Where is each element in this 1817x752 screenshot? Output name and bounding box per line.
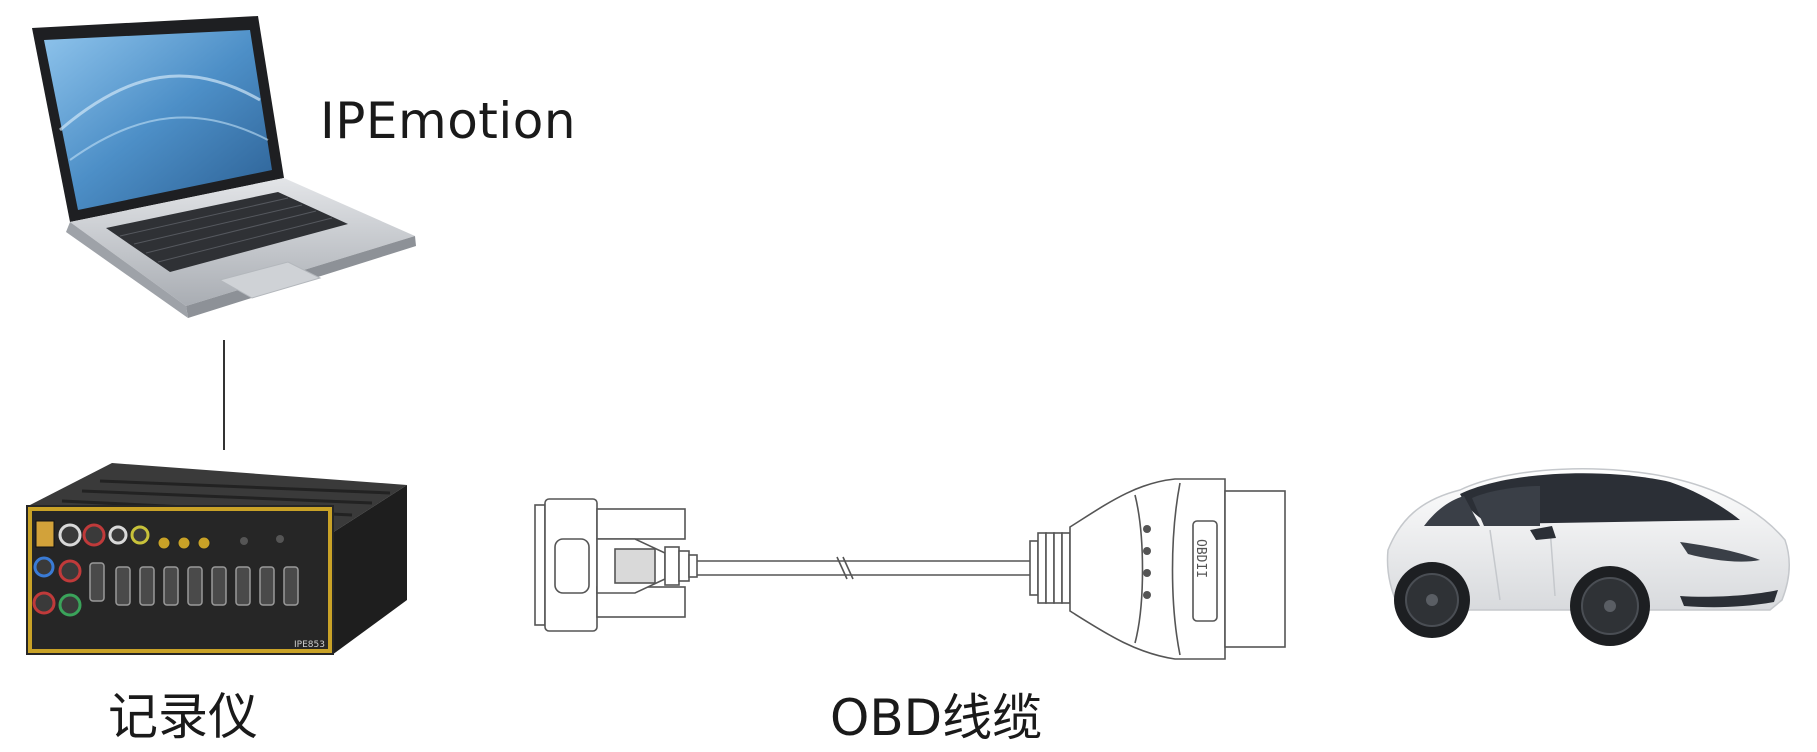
software-label: IPEmotion bbox=[320, 92, 577, 150]
laptop-image bbox=[32, 16, 416, 318]
logger-label: 记录仪 bbox=[108, 688, 258, 746]
obd-cable-diagram: OBDII bbox=[534, 478, 1286, 660]
data-logger-image: IPE853 bbox=[26, 463, 407, 655]
svg-text:OBDII: OBDII bbox=[1193, 539, 1208, 578]
obd-cable-label: OBD线缆 bbox=[830, 689, 1043, 747]
logger-model-text: IPE853 bbox=[294, 640, 325, 650]
car-image bbox=[1386, 468, 1790, 646]
connection-line bbox=[223, 340, 225, 450]
